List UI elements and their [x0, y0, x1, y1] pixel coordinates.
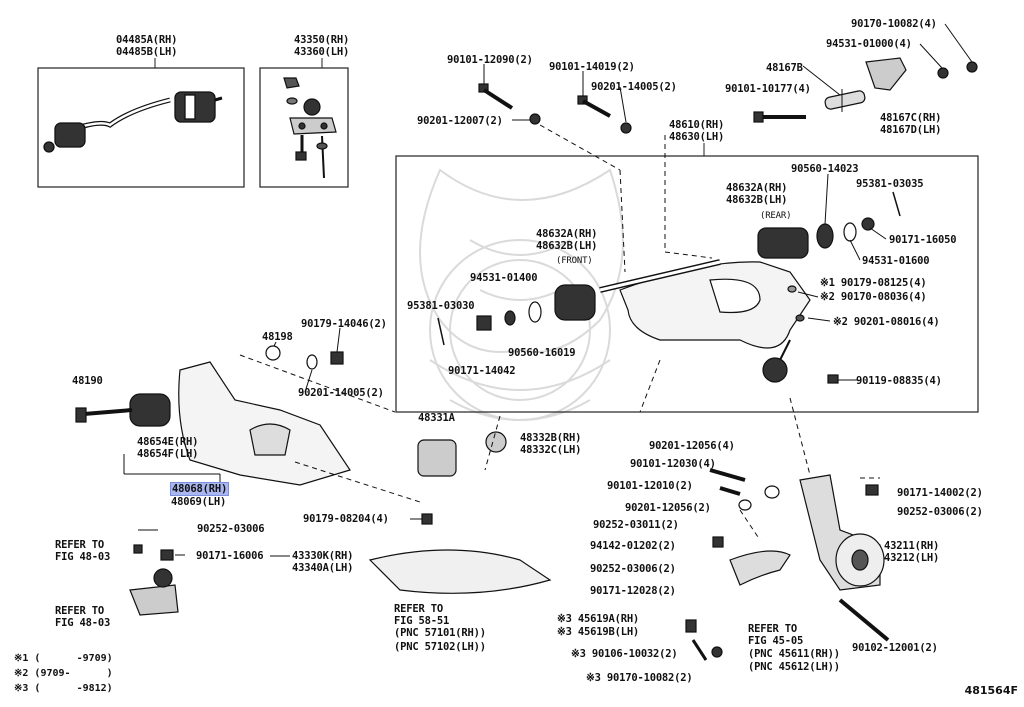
part-label-p51: 90171-12028(2) — [590, 585, 676, 597]
part-label-p16: 90171-16050 — [889, 234, 957, 246]
part-label-p6: 90201-12007(2) — [417, 115, 503, 127]
part-label-p27: 90201-14005(2) — [298, 387, 384, 399]
footnote-3: ※3 ( -9812) — [14, 683, 113, 694]
part-label-p3: 90101-12090(2) — [447, 54, 533, 66]
part-label-p18a: 48632A(RH) — [536, 228, 598, 240]
upper-arm-drawing — [437, 191, 901, 384]
part-label-p14: 95381-03035 — [856, 178, 924, 190]
upper-arm-box — [395, 155, 979, 413]
part-label-p52: REFER TO — [55, 605, 104, 617]
part-label-p35: 90101-12030(4) — [630, 458, 716, 470]
part-label-p1a: 04485A(RH) — [116, 34, 178, 46]
part-label-p33b: 48654F(LH) — [137, 448, 199, 460]
footnote-2: ※2 (9709- ) — [14, 668, 113, 679]
part-label-p54: REFER TO — [394, 603, 443, 615]
part-label-p48: 90171-16006 — [196, 550, 264, 562]
part-label-p32a: 48332B(RH) — [520, 432, 582, 444]
part-label-p43: 90252-03011(2) — [593, 519, 679, 531]
part-label-p2b: 43360(LH) — [294, 46, 350, 58]
part-label-p42: 90252-03006 — [197, 523, 265, 535]
lower-arm-drawing — [75, 345, 552, 616]
part-label-p55: FIG 58-51 — [394, 615, 450, 627]
part-label-p62: (PNC 45611(RH)) — [748, 648, 840, 660]
footnote-1: ※1 ( -9709) — [14, 653, 113, 664]
inset-box-ball-joint — [259, 67, 349, 188]
part-label-p66: ※3 90170-10082(2) — [586, 672, 693, 684]
dashed-leader-lines — [239, 124, 880, 541]
part-label-p18c: (FRONT) — [556, 256, 593, 266]
part-label-p18b: 48632B(LH) — [536, 240, 598, 252]
part-label-p17: 94531-01600 — [862, 255, 930, 267]
diagram-id: 481564F — [964, 684, 1018, 697]
watermark-logo — [419, 168, 624, 421]
part-label-p41: 90179-08204(4) — [303, 513, 389, 525]
part-label-p25: 48198 — [262, 331, 293, 343]
part-label-p59: ※3 45619B(LH) — [557, 626, 640, 638]
inset-box-tie-rod — [37, 67, 245, 188]
tie-rod-drawing — [43, 91, 223, 153]
part-label-p33a: 48654E(RH) — [137, 436, 199, 448]
part-label-p32b: 48332C(LH) — [520, 444, 582, 456]
part-label-p37: 90101-12010(2) — [607, 480, 693, 492]
ball-joint-drawing — [283, 77, 337, 179]
part-label-p57: (PNC 57102(LH)) — [394, 641, 486, 653]
top-bolts — [478, 57, 978, 134]
part-label-p11a: 48167C(RH) — [880, 112, 942, 124]
part-label-p61: FIG 45-05 — [748, 635, 804, 647]
part-label-p63: (PNC 45612(LH)) — [748, 661, 840, 673]
part-label-p26: 90560-16019 — [508, 347, 576, 359]
part-label-p10: 94531-01000(4) — [826, 38, 912, 50]
part-label-p21: ※2 90170-08036(4) — [820, 291, 927, 303]
part-label-p30: 48190 — [72, 375, 103, 387]
part-label-p47a: 43211(RH) — [884, 540, 940, 552]
part-label-p49b: 43340A(LH) — [292, 562, 354, 574]
part-label-p36a[interactable]: 48068(RH) — [169, 482, 230, 496]
part-label-p60: REFER TO — [748, 623, 797, 635]
part-label-p7: 90101-10177(4) — [725, 83, 811, 95]
part-label-p65: ※3 90106-10032(2) — [571, 648, 678, 660]
part-label-p28: 90171-14042 — [448, 365, 516, 377]
part-label-p11b: 48167D(LH) — [880, 124, 942, 136]
part-label-p36b: 48069(LH) — [171, 496, 227, 508]
part-label-p4: 90101-14019(2) — [549, 61, 635, 73]
part-label-p9: 90170-10082(4) — [851, 18, 937, 30]
part-label-p47b: 43212(LH) — [884, 552, 940, 564]
part-label-p34: 90201-12056(4) — [649, 440, 735, 452]
part-label-p15b: 48632B(LH) — [726, 194, 788, 206]
part-label-p45: FIG 48-03 — [55, 551, 111, 563]
part-label-p53: FIG 48-03 — [55, 617, 111, 629]
part-label-p23: ※2 90201-08016(4) — [833, 316, 940, 328]
part-label-p38: 90171-14002(2) — [897, 487, 983, 499]
part-label-p19: 94531-01400 — [470, 272, 538, 284]
part-label-p8: 48167B — [766, 62, 803, 74]
part-label-p12b: 48630(LH) — [669, 131, 725, 143]
part-label-p22: 95381-03030 — [407, 300, 475, 312]
part-label-p24: 90179-14046(2) — [301, 318, 387, 330]
part-label-p15a: 48632A(RH) — [726, 182, 788, 194]
part-label-p49a: 43330K(RH) — [292, 550, 354, 562]
part-label-p46: 94142-01202(2) — [590, 540, 676, 552]
part-label-p50: 90252-03006(2) — [590, 563, 676, 575]
part-label-p40: 90252-03006(2) — [897, 506, 983, 518]
part-label-p12a: 48610(RH) — [669, 119, 725, 131]
part-label-p58: ※3 45619A(RH) — [557, 613, 640, 625]
part-label-p13: 90560-14023 — [791, 163, 859, 175]
part-label-p2a: 43350(RH) — [294, 34, 350, 46]
part-label-p31: 48331A — [418, 412, 455, 424]
knuckle-drawing — [685, 468, 890, 661]
part-label-p20: ※1 90179-08125(4) — [820, 277, 927, 289]
part-label-p29: 90119-08835(4) — [856, 375, 942, 387]
part-label-p56: (PNC 57101(RH)) — [394, 627, 486, 639]
part-label-p64: 90102-12001(2) — [852, 642, 938, 654]
part-label-p5: 90201-14005(2) — [591, 81, 677, 93]
part-label-p44: REFER TO — [55, 539, 104, 551]
part-label-p1b: 04485B(LH) — [116, 46, 178, 58]
part-label-p15c: (REAR) — [760, 211, 792, 221]
leader-lines — [123, 23, 973, 557]
part-label-p39: 90201-12056(2) — [625, 502, 711, 514]
